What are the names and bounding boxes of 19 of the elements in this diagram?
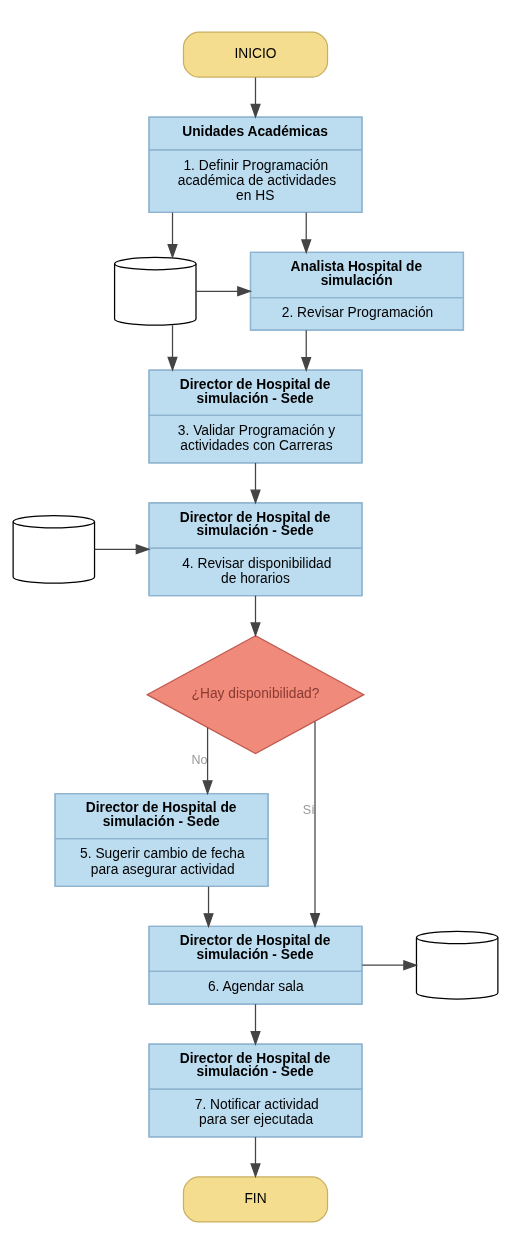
arrow bbox=[250, 1136, 261, 1179]
arrow bbox=[250, 76, 261, 119]
node-box: FIN bbox=[182, 1176, 329, 1223]
arrow bbox=[94, 544, 151, 555]
arrow bbox=[167, 212, 178, 260]
arrow bbox=[250, 1003, 261, 1046]
arrow bbox=[195, 286, 253, 297]
arrow bbox=[250, 462, 261, 505]
arrow bbox=[203, 885, 214, 929]
node-box: INICIO bbox=[182, 31, 329, 78]
arrow bbox=[202, 727, 213, 796]
edge-label: No bbox=[191, 753, 208, 768]
arrow bbox=[309, 720, 321, 929]
arrow bbox=[167, 324, 178, 372]
node-diamond: ¿Hay disponibilidad? bbox=[145, 635, 366, 755]
arrow bbox=[300, 212, 312, 255]
arrow bbox=[300, 329, 312, 373]
arrow bbox=[250, 595, 261, 638]
arrow bbox=[361, 959, 419, 971]
